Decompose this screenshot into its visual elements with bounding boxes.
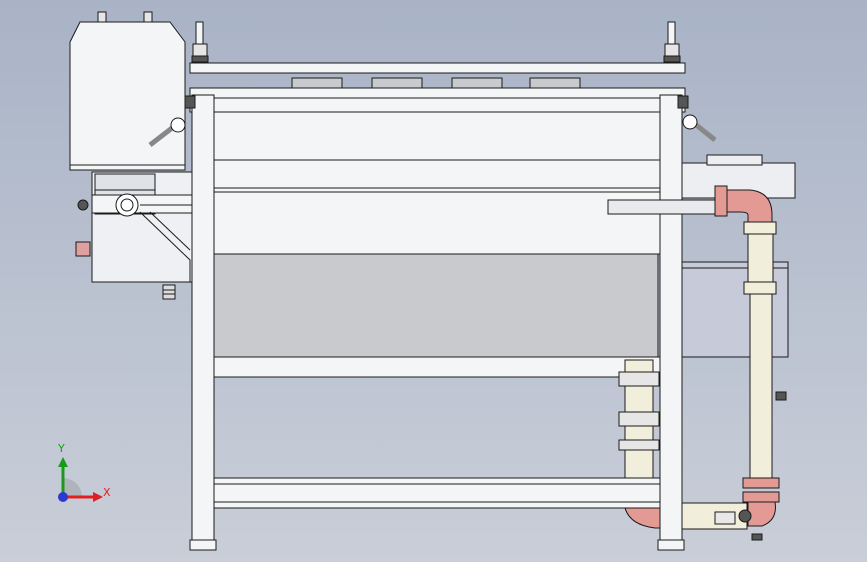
y-axis-label: Y (58, 442, 65, 455)
adjust-studs (191, 21, 681, 63)
x-axis-label: X (103, 486, 111, 499)
triad-plane-icon (63, 478, 82, 497)
z-axis-dot-icon (58, 492, 68, 502)
gearbox-assembly (75, 171, 193, 300)
drain-pipe (618, 359, 661, 529)
motor-housing (69, 11, 186, 171)
tank-body (209, 111, 661, 378)
y-axis-arrowhead-icon (58, 457, 68, 467)
x-axis-arrowhead-icon (93, 492, 103, 502)
handles (148, 114, 717, 147)
outlet-pipe (607, 185, 780, 541)
top-rail (189, 62, 686, 113)
